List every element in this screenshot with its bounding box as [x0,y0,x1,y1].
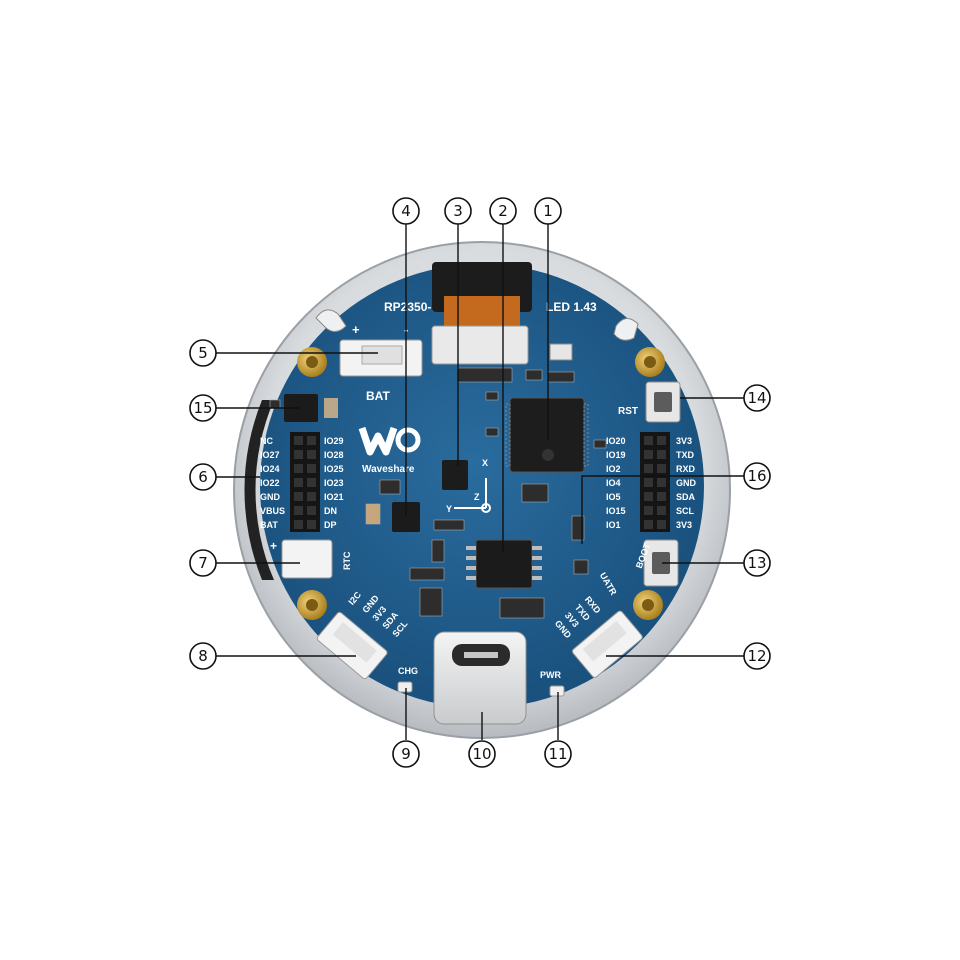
svg-text:16: 16 [747,467,766,485]
imu-axis-x: X [482,458,488,468]
mount-slot-right [613,318,639,341]
pwr-label: PWR [540,670,561,680]
flex-connector [431,325,529,365]
board-title-prefix: RP2350- [384,300,431,314]
callout-3: 3 [444,197,472,225]
pin-label: GND [260,492,281,502]
pin-label: BAT [260,520,278,530]
svg-text:15: 15 [193,399,212,417]
flash-chip [475,539,533,589]
waveshare-logo: Waveshare [358,426,421,475]
svg-text:6: 6 [198,468,208,486]
pin-label: IO19 [606,450,626,460]
pin-label: TXD [676,450,695,460]
pin-label: 3V3 [676,436,692,446]
svg-text:13: 13 [747,554,766,572]
chg-label: CHG [398,666,418,676]
rtc-battery-connector [281,539,333,579]
pin-label: IO24 [260,464,280,474]
brand-label: Waveshare [362,464,415,475]
pin-label: IO22 [260,478,280,488]
pin-label: 3V3 [676,520,692,530]
pin-label: IO1 [606,520,621,530]
pwr-led [549,685,565,697]
pin-label: IO29 [324,436,344,446]
pin-label: IO21 [324,492,344,502]
smd-components [269,367,607,619]
svg-text:5: 5 [198,344,208,362]
callout-14: 14 [743,384,771,412]
chg-led [397,681,413,693]
rtc-label: RTC [342,551,352,570]
callout-5: 5 [189,339,217,367]
svg-text:11: 11 [548,745,567,763]
pin-label: IO28 [324,450,344,460]
pin-label: IO25 [324,464,344,474]
uart-connector [572,610,643,678]
pin-label: DN [324,506,337,516]
flex-cable-orange [444,296,520,328]
pin-label: IO20 [606,436,626,446]
svg-text:10: 10 [472,745,491,763]
imu-axis-y: Y [446,504,452,514]
callout-13: 13 [743,549,771,577]
board-title-suffix: LED 1.43 [546,300,597,314]
mount-slot-left [315,309,347,332]
small-chip-top [549,343,573,361]
callout-11: 11 [544,740,572,768]
right-header-labels: IO20 IO19 IO2 IO4 IO5 IO15 IO1 3V3 TXD R… [606,436,697,530]
bat-label: BAT [366,389,390,403]
svg-text:1: 1 [543,202,553,220]
imu-chip [442,460,468,490]
pin-label: IO27 [260,450,280,460]
callout-12: 12 [743,642,771,670]
callout-9: 9 [392,740,420,768]
rtc-chip [392,502,420,532]
pin-label: SDA [676,492,696,502]
callout-1: 1 [534,197,562,225]
callout-7: 7 [189,549,217,577]
pin-label: DP [324,520,337,530]
callout-4: 4 [392,197,420,225]
callout-leaders [216,224,744,740]
callout-8: 8 [189,642,217,670]
callout-6: 6 [189,463,217,491]
charger-chip [284,394,318,422]
pin-label: IO2 [606,464,621,474]
bat-plus-label: + [352,322,360,337]
rtc-plus-label: + [270,539,277,553]
left-header-labels: NC IO27 IO24 IO22 GND VBUS BAT IO29 IO28… [260,436,344,530]
svg-text:2: 2 [498,202,508,220]
rst-label: RST [618,406,638,417]
callout-2: 2 [489,197,517,225]
callout-10: 10 [468,740,496,768]
svg-text:9: 9 [401,745,411,763]
pin-label: NC [260,436,273,446]
mcu-pins [505,403,589,467]
callout-15: 15 [189,394,217,422]
svg-text:8: 8 [198,647,208,665]
svg-text:14: 14 [747,389,766,407]
svg-text:12: 12 [747,647,766,665]
pin-label: IO4 [606,478,621,488]
pin-label: RXD [676,464,696,474]
svg-text:3: 3 [453,202,463,220]
callouts: 1 2 3 4 5 6 7 8 [189,197,771,768]
pin-label: GND [676,478,697,488]
pin-label: SCL [676,506,695,516]
pin-label: IO15 [606,506,626,516]
pin-label: IO5 [606,492,621,502]
callout-16: 16 [743,462,771,490]
imu-axis-z: Z [474,492,480,502]
svg-text:4: 4 [401,202,411,220]
pin-label: IO23 [324,478,344,488]
i2c-connector [316,611,388,680]
display-edge [244,400,274,580]
pin-label: VBUS [260,506,285,516]
svg-text:7: 7 [198,554,208,572]
